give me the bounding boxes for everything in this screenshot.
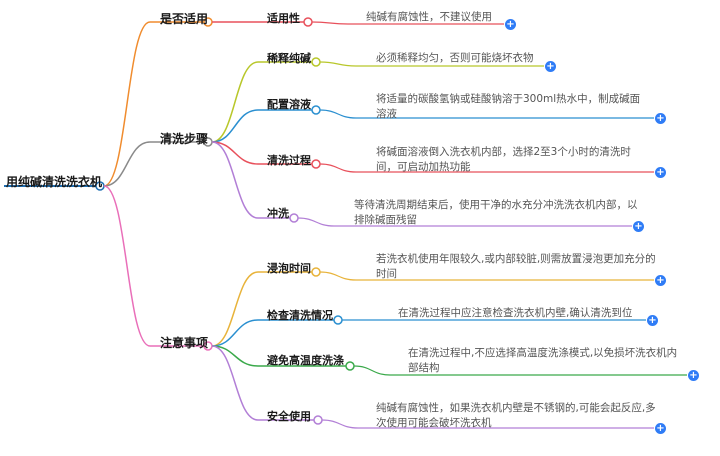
plus-icon[interactable]: + [655,423,666,434]
branch-connector [103,141,208,187]
leaf-text: 纯碱有腐蚀性，不建议使用 [366,11,492,23]
leaf-connector [321,419,654,429]
leaf-text: 等待清洗周期结束后，使用干净的水充分冲洗洗衣机内部，以排除碱面残留 [354,199,638,226]
leaf-connector [353,365,687,376]
leaf-connector [319,163,654,173]
leaf-text: 纯碱有腐蚀性，如果洗衣机内壁是不锈钢的,可能会起反应,多次使用可能会破坏洗衣机 [376,402,656,429]
node-label-avoid-high-temp[interactable]: 避免高温度洗涤 [267,354,344,367]
node-connector [211,141,316,165]
node-connector [211,61,316,143]
node-label-prepare-solution[interactable]: 配置溶液 [267,98,311,111]
node-label-dilute[interactable]: 稀释纯碱 [267,52,311,65]
node-collapse-toggle[interactable] [311,159,321,169]
branch-label-applicability[interactable]: 是否适用 [160,12,209,26]
plus-icon[interactable]: + [655,113,666,124]
node-collapse-toggle[interactable] [311,57,321,67]
node-connector [211,345,318,421]
node-collapse-toggle[interactable] [345,361,355,371]
branch-connector [103,185,208,347]
node-connector [211,345,350,367]
node-collapse-toggle[interactable] [303,17,313,27]
plus-icon[interactable]: + [655,167,666,178]
root-node-label[interactable]: 用纯碱清洗洗衣机 [6,175,103,189]
leaf-text: 将碱面溶液倒入洗衣机内部，选择2至3个小时的清洗时间，可启动加热功能 [376,146,631,173]
leaf-text: 在清洗过程中应注意检查洗衣机内壁,确认清洗到位 [398,307,633,319]
leaf-text: 若洗衣机使用年限较久,或内部较脏,则需放置浸泡更加充分的时间 [376,253,656,280]
leaf-text: 在清洗过程中,不应选择高温度洗涤模式,以免损坏洗衣机内部结构 [408,347,678,374]
node-connector [211,109,316,143]
branch-connector [103,21,208,187]
plus-icon[interactable]: + [545,61,556,72]
plus-icon[interactable]: + [505,19,516,30]
node-collapse-toggle[interactable] [333,315,343,325]
leaf-connector [311,21,504,25]
node-label-safe-use[interactable]: 安全使用 [267,410,311,423]
node-collapse-toggle[interactable] [289,213,299,223]
branch-label-notes[interactable]: 注意事项 [160,336,209,350]
node-connector [211,319,338,347]
node-label-applicability[interactable]: 适用性 [267,12,300,25]
branch-label-steps[interactable]: 清洗步骤 [160,132,209,146]
leaf-connector [319,109,654,119]
plus-icon[interactable]: + [647,315,658,326]
node-collapse-toggle[interactable] [311,105,321,115]
leaf-connector [319,271,654,281]
plus-icon[interactable]: + [688,370,699,381]
plus-icon[interactable]: + [633,221,644,232]
plus-icon[interactable]: + [655,275,666,286]
node-label-rinse[interactable]: 冲洗 [267,207,289,220]
node-collapse-toggle[interactable] [311,267,321,277]
leaf-text: 必须稀释均匀，否则可能烧坏衣物 [376,52,534,64]
node-label-soak-time[interactable]: 浸泡时间 [267,262,311,275]
node-label-check-cleaning[interactable]: 检查清洗情况 [267,309,333,322]
node-label-cleaning-process[interactable]: 清洗过程 [267,154,311,167]
node-connector [211,271,316,347]
leaf-connector [319,61,544,67]
node-collapse-toggle[interactable] [313,415,323,425]
leaf-text: 将适量的碳酸氢钠或硅酸钠溶于300ml热水中，制成碱面溶液 [376,93,641,120]
leaf-connector [297,217,632,227]
node-connector [211,141,294,219]
